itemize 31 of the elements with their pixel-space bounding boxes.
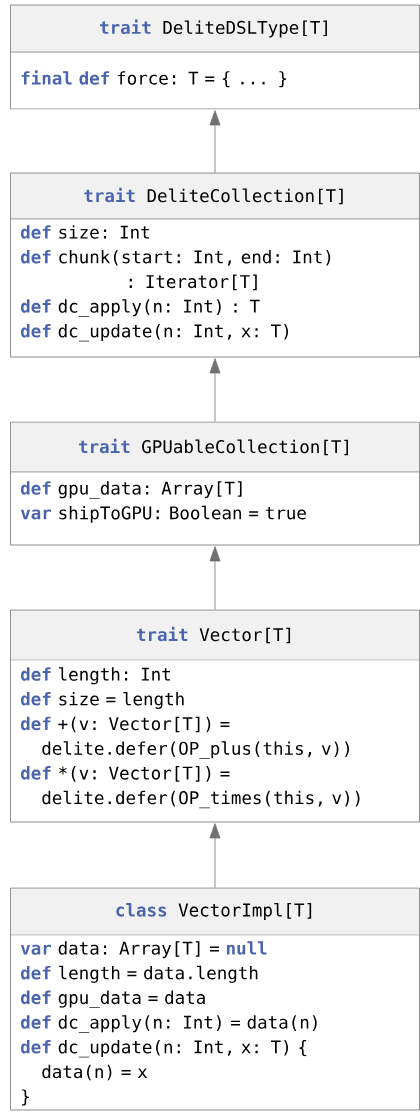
class-box (10, 421, 420, 546)
member-line: def length = data.length (20, 965, 258, 983)
member-line: var shipToGPU: Boolean = true (20, 505, 306, 523)
member-line: def size = length (20, 691, 184, 710)
class-name: class VectorImpl[T] (116, 903, 312, 920)
class-box (10, 887, 420, 1111)
member-line: def *(v: Vector[T]) = delite.defer(OP_times(this, v)) (20, 766, 360, 809)
member-line: def length: Int (20, 667, 170, 685)
inheritance-arrow (209, 110, 221, 173)
member-line: def gpu_data = data (20, 990, 205, 1008)
class-box (10, 609, 420, 823)
inheritance-arrow (209, 823, 221, 888)
member-line: } (22, 1089, 29, 1106)
member-line: def +(v: Vector[T]) = delite.defer(OP_plus(this, v)) (20, 716, 349, 759)
inheritance-arrow (209, 546, 221, 610)
member-line: def dc_update(n: Int, x: T) (20, 324, 288, 342)
member-line: final def force: T = { ... } (21, 70, 287, 88)
member-line: def dc_update(n: Int, x: T) { (20, 1040, 307, 1058)
class-name: trait DeliteCollection[T] (84, 187, 343, 205)
member-line: var data: Array[T] = null (20, 941, 267, 959)
member-line: data(n) = x (42, 1064, 148, 1081)
inheritance-arrow (209, 358, 221, 422)
class-box (10, 4, 420, 110)
member-line: def size: Int (20, 225, 149, 239)
class-name: trait DeliteDSLType[T] (100, 19, 327, 38)
member-line: def dc_apply(n: Int) = data(n) (20, 1015, 317, 1033)
class-box (10, 172, 420, 358)
member-line: def dc_apply(n: Int) : T (20, 299, 260, 317)
class-name: trait Vector[T] (136, 626, 291, 644)
member-line: def gpu_data: Array[T] (20, 481, 242, 499)
class-name: trait GPUableCollection[T] (78, 438, 348, 456)
